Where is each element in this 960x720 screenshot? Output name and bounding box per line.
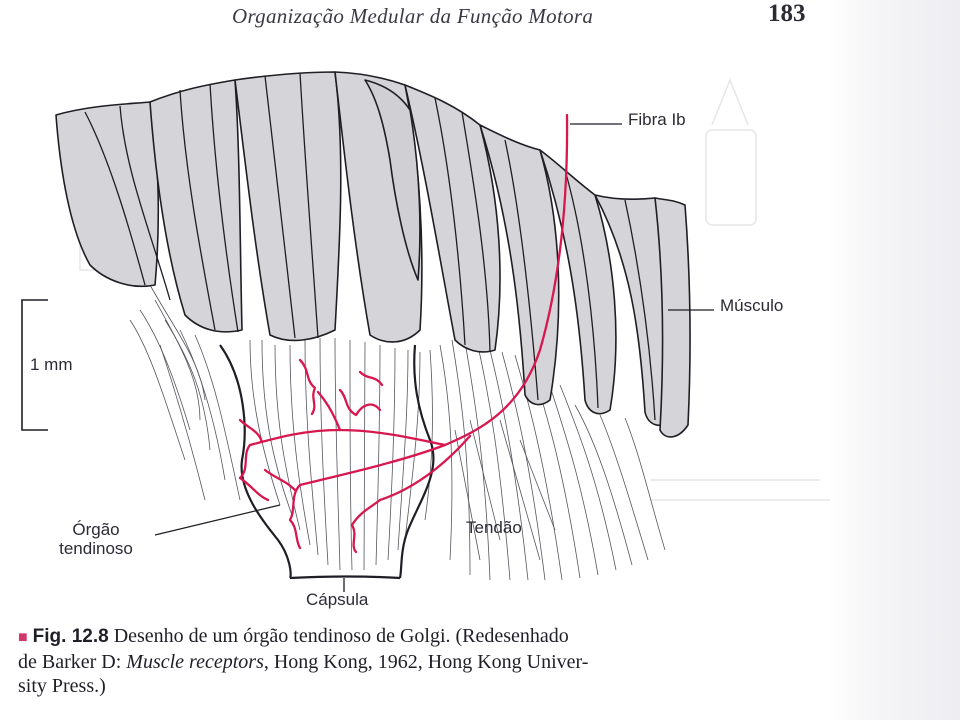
label-orgao-line1: Órgão bbox=[72, 520, 120, 539]
running-header: Organização Medular da Função Motora bbox=[232, 4, 594, 28]
muscle-fibers bbox=[55, 71, 691, 438]
caption-text-3: , Hong Kong, 1962, Hong Kong Univer- bbox=[263, 651, 589, 673]
leader-lines bbox=[154, 123, 714, 592]
label-capsula: Cápsula bbox=[306, 590, 369, 609]
caption-text-1: Desenho de um órgão tendinoso de Golgi. … bbox=[108, 625, 569, 647]
caption-text-4: sity Press.) bbox=[18, 675, 106, 697]
caption-italic-title: Muscle receptors bbox=[126, 651, 264, 673]
muscle-fiber-lines bbox=[84, 72, 656, 421]
caption-bullet: ■ bbox=[18, 629, 28, 646]
label-orgao-line2: tendinoso bbox=[59, 539, 133, 558]
page-number: 183 bbox=[768, 0, 806, 27]
label-scale-1mm: 1 mm bbox=[30, 355, 73, 374]
label-fibra-ib: Fibra Ib bbox=[628, 110, 686, 129]
scale-bar bbox=[21, 299, 48, 431]
label-orgao-tendinoso: Órgão tendinoso bbox=[36, 520, 156, 558]
label-tendao: Tendão bbox=[466, 518, 522, 537]
capsule-outline bbox=[219, 344, 435, 580]
figure-caption: ■ Fig. 12.8 Desenho de um órgão tendinos… bbox=[18, 624, 878, 698]
ib-nerve-fiber bbox=[238, 113, 569, 554]
label-musculo: Músculo bbox=[720, 296, 784, 315]
caption-text-2: de Barker D: bbox=[18, 651, 127, 673]
show-through-ghost bbox=[79, 77, 830, 501]
caption-figure-label: Fig. 12.8 bbox=[32, 626, 109, 647]
